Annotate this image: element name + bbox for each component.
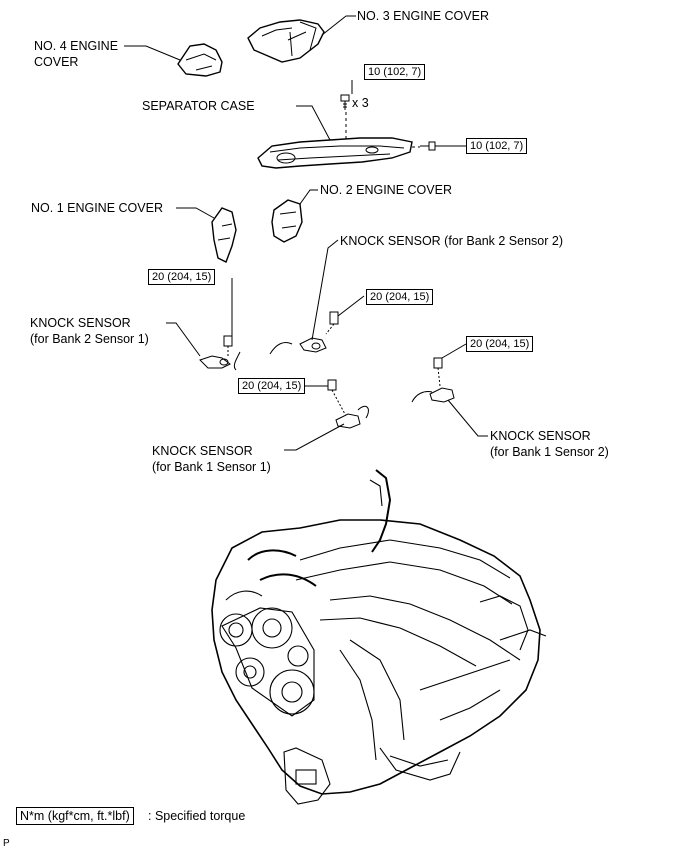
engine-assembly (211, 469, 547, 805)
knock-sensor-b1s2-part (411, 357, 455, 403)
knock-sensor-b1s1-part (327, 379, 369, 429)
no4-engine-cover-part (177, 43, 223, 77)
knock-sensor-b2s1-part (199, 335, 241, 371)
label-knock-sensor-b1s1-line1: KNOCK SENSOR (152, 444, 253, 458)
label-no3-engine-cover: NO. 3 ENGINE COVER (357, 9, 489, 23)
ks-b1s1-leader (284, 423, 345, 451)
separator-leader (296, 105, 331, 141)
label-knock-sensor-b2s1-line1: KNOCK SENSOR (30, 316, 131, 330)
label-knock-sensor-b1s2-line2: (for Bank 1 Sensor 2) (490, 445, 609, 459)
ks-b2s2-leader (311, 239, 339, 341)
no1-leader (176, 207, 215, 219)
label-knock-sensor-b1s1-line2: (for Bank 1 Sensor 1) (152, 460, 271, 474)
label-no1-engine-cover: NO. 1 ENGINE COVER (31, 201, 163, 215)
label-no2-engine-cover: NO. 2 ENGINE COVER (320, 183, 452, 197)
label-separator-case: SEPARATOR CASE (142, 99, 255, 113)
separator-case-part (257, 137, 413, 169)
torque-separator-top: 10 (102, 7) (364, 64, 426, 80)
label-no4-engine-cover-line1: NO. 4 ENGINE (34, 39, 119, 53)
no3-leader (321, 15, 347, 36)
no1-engine-cover-part (211, 207, 237, 263)
knock-sensor-b2s2-part (269, 311, 339, 355)
corner-mark: P (3, 838, 10, 849)
label-knock-sensor-b2s1-line2: (for Bank 2 Sensor 1) (30, 332, 149, 346)
separator-bolt-top (340, 94, 350, 110)
torque-knock-b1s1: 20 (204, 15) (238, 378, 306, 394)
no3-engine-cover-part (247, 19, 325, 63)
label-no4-engine-cover-line2: COVER (34, 55, 79, 69)
torque-knock-b2s1: 20 (204, 15) (148, 269, 216, 285)
legend-torque-unit: N*m (kgf*cm, ft.*lbf) (16, 807, 134, 825)
label-knock-sensor-b2s2: KNOCK SENSOR (for Bank 2 Sensor 2) (340, 234, 563, 248)
no4-leader (124, 45, 181, 61)
ks-b1s2-leader (447, 399, 488, 437)
legend-torque-text: : Specified torque (148, 809, 246, 823)
torque-knock-b1s2: 20 (204, 15) (466, 336, 534, 352)
torque-knock-b2s2: 20 (204, 15) (366, 289, 434, 305)
ks-b2s1-leader (166, 322, 201, 357)
separator-bolt-side (420, 141, 436, 151)
label-quantity: x 3 (352, 96, 369, 110)
no2-engine-cover-part (271, 199, 303, 243)
no2-leader (299, 189, 318, 205)
torque-separator-side: 10 (102, 7) (466, 138, 528, 154)
label-knock-sensor-b1s2-line1: KNOCK SENSOR (490, 429, 591, 443)
